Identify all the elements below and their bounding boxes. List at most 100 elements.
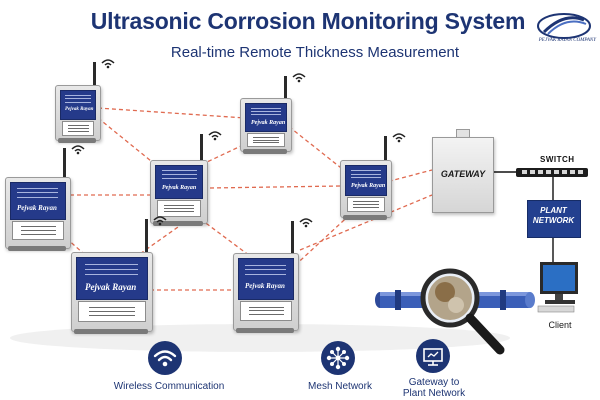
wireless-sensor-device: Pejvak Rayan [71, 216, 167, 334]
panel-text-line [351, 174, 381, 175]
device-front-panel: Pejvak Rayan [10, 182, 66, 220]
label-text-line [67, 128, 89, 129]
wifi-signal-icon [392, 133, 406, 143]
label-text-line [164, 211, 194, 212]
panel-text-line [351, 170, 381, 171]
wireless-sensor-device: Pejvak Rayan [233, 218, 313, 333]
panel-text-line [65, 95, 91, 96]
wireless-sensor-device: Pejvak Rayan [340, 133, 406, 220]
switch-port [522, 170, 527, 174]
gateway-label: GATEWAY [440, 169, 486, 179]
panel-text-line [245, 274, 286, 275]
wifi-icon [148, 341, 182, 375]
device-info-label [247, 133, 285, 147]
diagram-title: Ultrasonic Corrosion Monitoring System [90, 8, 526, 34]
device-info-label [62, 121, 94, 136]
panel-text-line [85, 264, 138, 265]
wifi-signal-icon [299, 218, 313, 228]
wireless-sensor-device: Pejvak Rayan [5, 145, 85, 251]
label-text-line [20, 234, 56, 235]
device-brand-label: Pejvak Rayan [162, 185, 197, 191]
label-text-line [88, 307, 136, 308]
antenna [291, 221, 294, 253]
label-text-line [353, 204, 379, 205]
label-text-line [20, 226, 56, 227]
wifi-signal-icon [292, 73, 306, 83]
label-text-line [253, 137, 279, 138]
panel-text-line [162, 170, 197, 171]
label-text-line [164, 205, 194, 206]
panel-text-line [251, 108, 281, 109]
panel-text-line [351, 177, 381, 178]
device-front-panel: Pejvak Rayan [76, 257, 148, 300]
label-text-line [88, 311, 136, 312]
feature-label-mesh: Mesh Network [308, 381, 372, 392]
device-mount [8, 246, 66, 251]
plant-network-label-line1: PLANT [540, 206, 567, 215]
device-mount [153, 221, 203, 226]
device-front-panel: Pejvak Rayan [155, 165, 203, 199]
mesh-link [97, 107, 246, 119]
feature-label-gateway-line2: Plant Network [402, 388, 466, 399]
switch-port [530, 170, 535, 174]
panel-text-line [17, 197, 58, 198]
wireless-sensor-device: Pejvak Rayan [240, 73, 306, 154]
device-mount [343, 215, 387, 220]
device-brand-label: Pejvak Rayan [65, 107, 94, 112]
panel-text-line [251, 111, 281, 112]
antenna [284, 76, 287, 98]
gateway-box [432, 137, 494, 213]
device-front-panel: Pejvak Rayan [345, 165, 387, 196]
label-text-line [20, 230, 56, 231]
panel-text-line [245, 265, 286, 266]
wifi-signal-icon [101, 59, 115, 69]
device-info-label [347, 197, 385, 212]
antenna [384, 136, 387, 160]
label-text-line [164, 208, 194, 209]
client-computer-illustration [537, 262, 578, 313]
switch-port [546, 170, 551, 174]
antenna [63, 148, 66, 177]
plant-network-label: PLANT NETWORK [527, 206, 580, 226]
switch-port [554, 170, 559, 174]
antenna [93, 62, 96, 85]
mesh-link [209, 185, 341, 189]
feature-label-gateway-line1: Gateway to [408, 377, 460, 388]
mesh-network-icon [321, 341, 355, 375]
antenna [200, 134, 203, 160]
device-info-label [78, 301, 146, 322]
switch-port [570, 170, 575, 174]
device-brand-label: Pejvak Rayan [251, 120, 286, 126]
device-front-panel: Pejvak Rayan [238, 258, 294, 300]
device-brand-label: Pejvak Rayan [85, 282, 137, 292]
device-mount [58, 138, 96, 143]
plant-network-box [527, 200, 581, 238]
device-brand-label: Pejvak Rayan [17, 204, 57, 212]
device-front-panel: Pejvak Rayan [60, 90, 96, 120]
company-logo-text: PEJVAK RAYAN COMPANY [538, 38, 596, 43]
panel-text-line [85, 274, 138, 275]
panel-text-line [65, 102, 91, 103]
label-text-line [248, 314, 284, 315]
gateway-monitor-icon [416, 339, 450, 373]
label-text-line [253, 142, 279, 143]
device-brand-label: Pejvak Rayan [245, 282, 285, 290]
panel-text-line [162, 178, 197, 179]
device-front-panel: Pejvak Rayan [245, 103, 287, 132]
label-text-line [253, 140, 279, 141]
switch-device [516, 168, 588, 177]
wifi-signal-icon [153, 216, 167, 226]
panel-text-line [65, 98, 91, 99]
wifi-signal-icon [71, 145, 85, 155]
device-mount [243, 149, 287, 154]
switch-label: SWITCH [540, 155, 575, 164]
panel-text-line [245, 269, 286, 270]
client-label: Client [548, 320, 572, 330]
panel-text-line [85, 269, 138, 270]
label-text-line [248, 307, 284, 308]
device-mount [74, 329, 148, 334]
antenna [145, 219, 148, 252]
device-info-label [157, 200, 201, 217]
panel-text-line [17, 188, 58, 189]
panel-text-line [162, 174, 197, 175]
